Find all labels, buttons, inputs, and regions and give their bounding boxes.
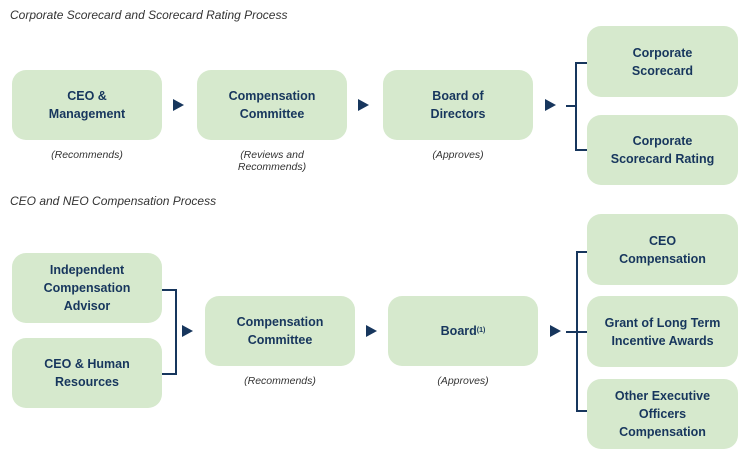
box-ceo-management: CEO & Management: [12, 70, 162, 140]
arrow-icon: [182, 325, 193, 337]
bracket-line: [175, 289, 177, 375]
box-compensation-committee: Compensation Committee: [197, 70, 347, 140]
bracket-line: [575, 62, 587, 64]
footnote-marker: (1): [476, 327, 486, 334]
bracket-line: [576, 251, 578, 411]
board-label: Board: [440, 324, 477, 338]
arrow-icon: [545, 99, 556, 111]
box-corporate-scorecard: Corporate Scorecard: [587, 26, 738, 97]
box-board: Board(1): [388, 296, 538, 366]
box-lti-awards: Grant of Long Term Incentive Awards: [587, 296, 738, 367]
box-ceo-compensation: CEO Compensation: [587, 214, 738, 285]
bracket-line: [576, 410, 587, 412]
arrow-icon: [550, 325, 561, 337]
section2-title: CEO and NEO Compensation Process: [10, 194, 217, 208]
bracket-line: [162, 373, 176, 375]
arrow-icon: [358, 99, 369, 111]
box-compensation-committee-2: Compensation Committee: [205, 296, 355, 366]
note-approves: (Approves): [432, 149, 484, 161]
box-independent-advisor: Independent Compensation Advisor: [12, 253, 162, 323]
bracket-line: [575, 149, 587, 151]
section1-title: Corporate Scorecard and Scorecard Rating…: [10, 8, 288, 22]
box-ceo-human-resources: CEO & Human Resources: [12, 338, 162, 408]
box-corporate-scorecard-rating: Corporate Scorecard Rating: [587, 115, 738, 185]
bracket-line: [576, 251, 587, 253]
box-other-executive-compensation: Other Executive Officers Compensation: [587, 379, 738, 449]
note-recommends-2: (Recommends): [244, 375, 316, 387]
arrow-icon: [173, 99, 184, 111]
note-reviews-recommends: (Reviews and Recommends): [237, 149, 307, 173]
bracket-line: [575, 62, 577, 150]
note-approves-2: (Approves): [437, 375, 489, 387]
note-recommends: (Recommends): [51, 149, 123, 161]
box-board-of-directors: Board of Directors: [383, 70, 533, 140]
arrow-icon: [366, 325, 377, 337]
bracket-line: [162, 289, 176, 291]
connector-line: [566, 105, 576, 107]
